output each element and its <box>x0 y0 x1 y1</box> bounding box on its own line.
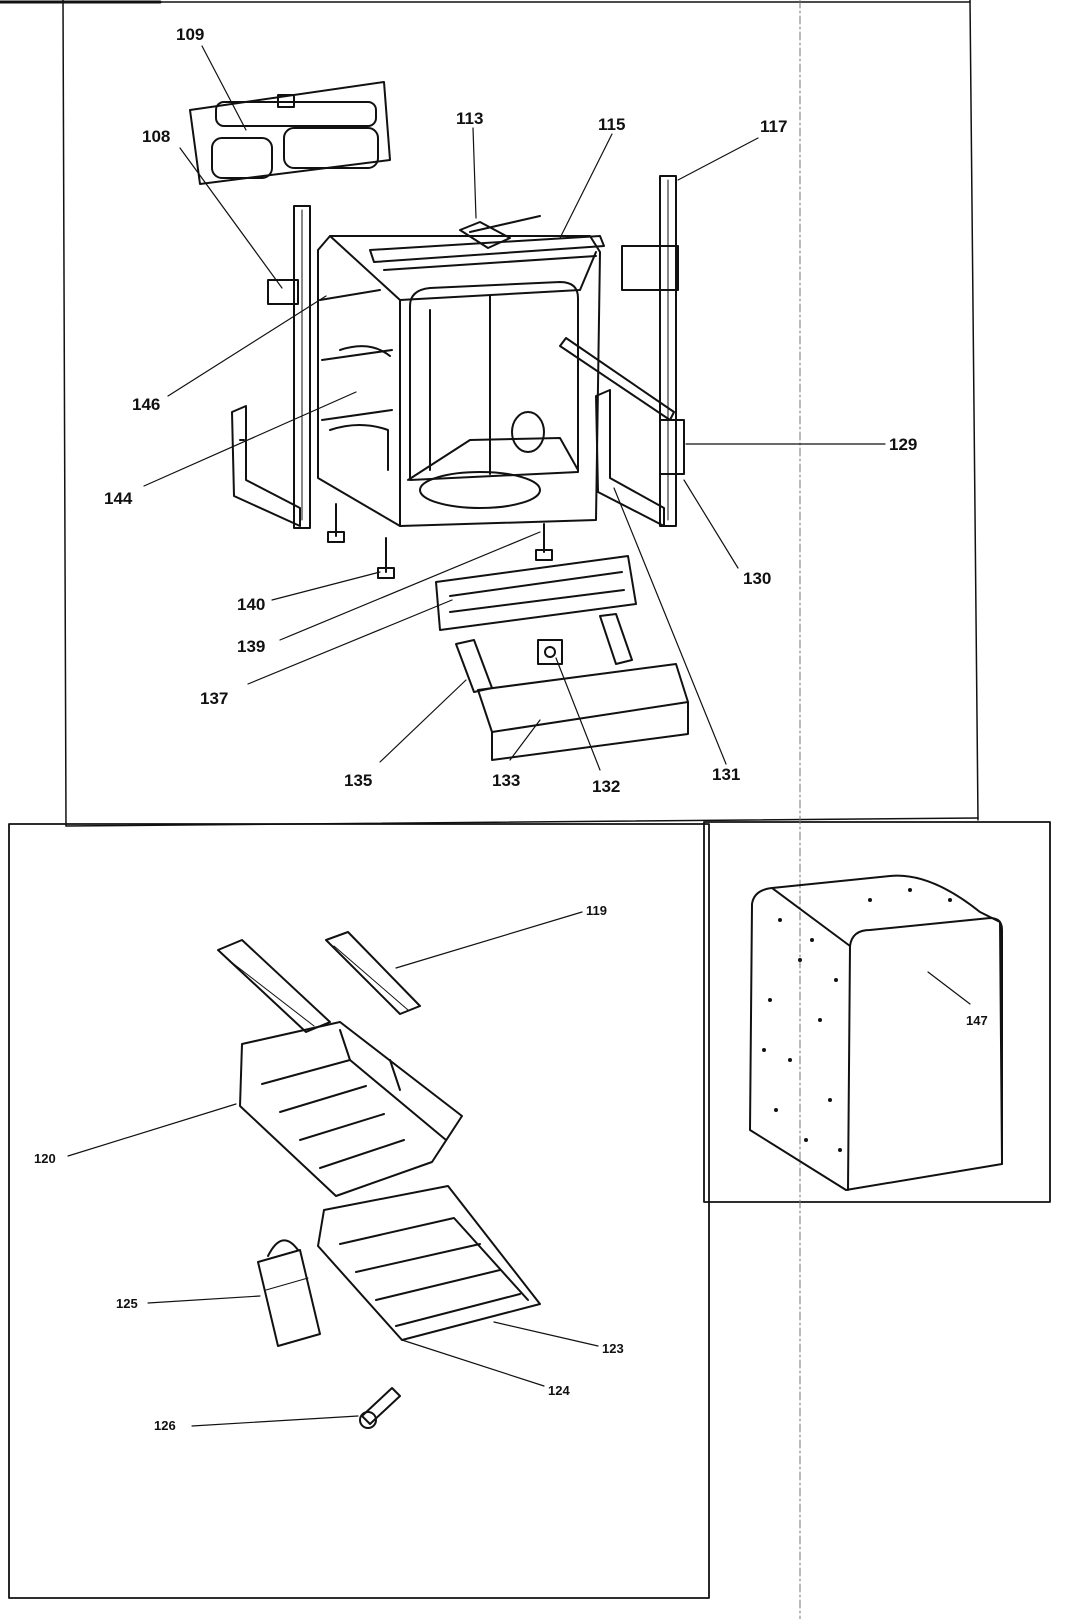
lower-rack-123 <box>317 1185 541 1341</box>
callout-137: 137 <box>200 689 229 708</box>
callout-146: 146 <box>132 395 161 414</box>
rack-wheel-126 <box>359 1387 401 1429</box>
kick-plate <box>477 663 689 761</box>
callout-144: 144 <box>104 489 133 508</box>
callout-126: 126 <box>154 1418 176 1433</box>
left-lower-bracket <box>231 405 301 527</box>
callout-123: 123 <box>602 1341 624 1356</box>
callout-119: 119 <box>586 903 607 918</box>
top-rails <box>369 215 605 271</box>
door-switch <box>537 639 563 665</box>
right-lower-bracket <box>595 389 665 527</box>
toe-kick-frame <box>435 555 637 631</box>
callout-130: 130 <box>743 569 772 588</box>
callout-108: 108 <box>142 127 171 146</box>
back-panel-109 <box>189 81 391 185</box>
leg-brackets <box>455 613 633 693</box>
silverware-shelves-119 <box>217 931 421 1033</box>
callout-120: 120 <box>34 1151 56 1166</box>
callout-125: 125 <box>116 1296 138 1311</box>
right-side-strip <box>621 175 679 527</box>
side-panel-frame <box>703 821 1051 1203</box>
callout-140: 140 <box>237 595 266 614</box>
left-side-strip <box>267 205 311 529</box>
callout-113: 113 <box>456 109 484 128</box>
side-panel-147 <box>749 874 1003 1191</box>
callout-147: 147 <box>966 1013 988 1028</box>
callout-124: 124 <box>548 1383 570 1398</box>
tub-assembly <box>317 235 601 527</box>
side-rail-130 <box>559 337 685 475</box>
callout-135: 135 <box>344 771 373 790</box>
callout-117: 117 <box>760 117 788 136</box>
callout-129: 129 <box>889 435 918 454</box>
callout-131: 131 <box>712 765 741 784</box>
rack-panel-frame <box>8 823 710 1599</box>
cutlery-basket-125 <box>257 1239 321 1347</box>
upper-rack-120 <box>239 1021 463 1197</box>
side-panel-speckles <box>762 888 952 1152</box>
rack-leader-lines <box>67 911 599 1427</box>
callout-109: 109 <box>176 25 205 44</box>
callout-139: 139 <box>237 637 266 656</box>
callout-132: 132 <box>592 777 621 796</box>
top-leader-lines <box>143 45 886 771</box>
callout-115: 115 <box>598 115 626 134</box>
callout-133: 133 <box>492 771 521 790</box>
